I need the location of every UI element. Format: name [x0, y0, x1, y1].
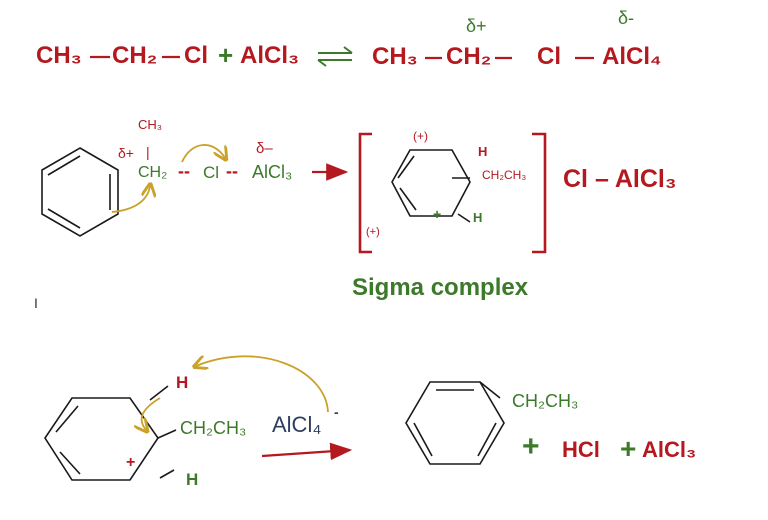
row2-ch2: CH₂: [138, 164, 168, 181]
row1-reactant-ch2: CH₂: [112, 42, 158, 69]
row3-h-bottom: H: [186, 470, 199, 489]
row2-dashes1: --: [178, 161, 190, 181]
row2-ch3: CH₃: [138, 117, 163, 132]
sigma-complex-caption: Sigma complex: [352, 274, 529, 301]
row1-product-cl: Cl: [537, 43, 561, 70]
stray-mark: I: [34, 295, 38, 311]
curly-arrow-cl-to-al: [181, 144, 225, 162]
row1-reactant-ch3: CH₃: [36, 42, 82, 69]
row2-delta-minus: δ–: [256, 140, 273, 157]
sigma-complex-ring: [391, 149, 471, 223]
row2-dashes2: --: [226, 161, 238, 181]
row2-delta-plus: δ+: [118, 145, 134, 161]
row2-bar: |: [146, 144, 150, 160]
sigma-counter-ion: Cl – AlCl₃: [563, 165, 677, 193]
row1-delta-plus: δ+: [466, 16, 487, 36]
curly-arrow-alcl4-to-h: [196, 356, 329, 413]
left-bracket: [358, 132, 372, 254]
sigma-h-top: H: [478, 144, 488, 159]
row3-hcl: HCl: [562, 437, 600, 462]
row3-ethyl: CH₂CH₃: [180, 418, 247, 438]
sigma-charge-top: (+): [413, 129, 428, 143]
sigma-charge-left: (+): [366, 226, 380, 238]
row1-product-alcl4: AlCl₄: [602, 43, 662, 70]
row3-h-top: H: [176, 373, 189, 392]
sigma-complex-ring-row3: [44, 385, 177, 481]
row3-minus: -: [334, 404, 339, 420]
sigma-ethyl: CH₂CH₃: [482, 168, 527, 182]
row2-alcl3: AlCl₃: [252, 162, 293, 182]
right-bracket: [532, 132, 547, 254]
row1-reactant-cl: Cl: [184, 42, 208, 69]
row1-product-ch2: CH₂: [446, 43, 492, 70]
row1-catalyst: AlCl₃: [240, 42, 300, 69]
row1-plus: +: [218, 40, 234, 70]
row1-delta-minus: δ-: [618, 8, 635, 28]
row3-plus1: +: [522, 430, 540, 463]
sigma-h-bottom: H: [473, 210, 483, 225]
row2-cl: Cl: [203, 163, 220, 182]
row3-plus2: +: [620, 433, 637, 464]
sigma-plus-inner: +: [433, 206, 442, 222]
row3-alcl3: AlCl₃: [642, 437, 697, 462]
row3-plus-inner: +: [126, 454, 136, 471]
ethylbenzene-ring: [405, 381, 505, 465]
reaction-arrow-row3: [261, 442, 353, 461]
benzene-ring-row2: [41, 147, 119, 237]
row3-product-ethyl: CH₂CH₃: [512, 391, 579, 411]
curly-arrow-ch-bond-to-ring: [142, 397, 161, 430]
curly-arrow-ring-to-ch2: [111, 186, 150, 213]
row3-alcl4: AlCl₄: [272, 412, 322, 437]
row1-product-ch3: CH₃: [372, 43, 418, 70]
